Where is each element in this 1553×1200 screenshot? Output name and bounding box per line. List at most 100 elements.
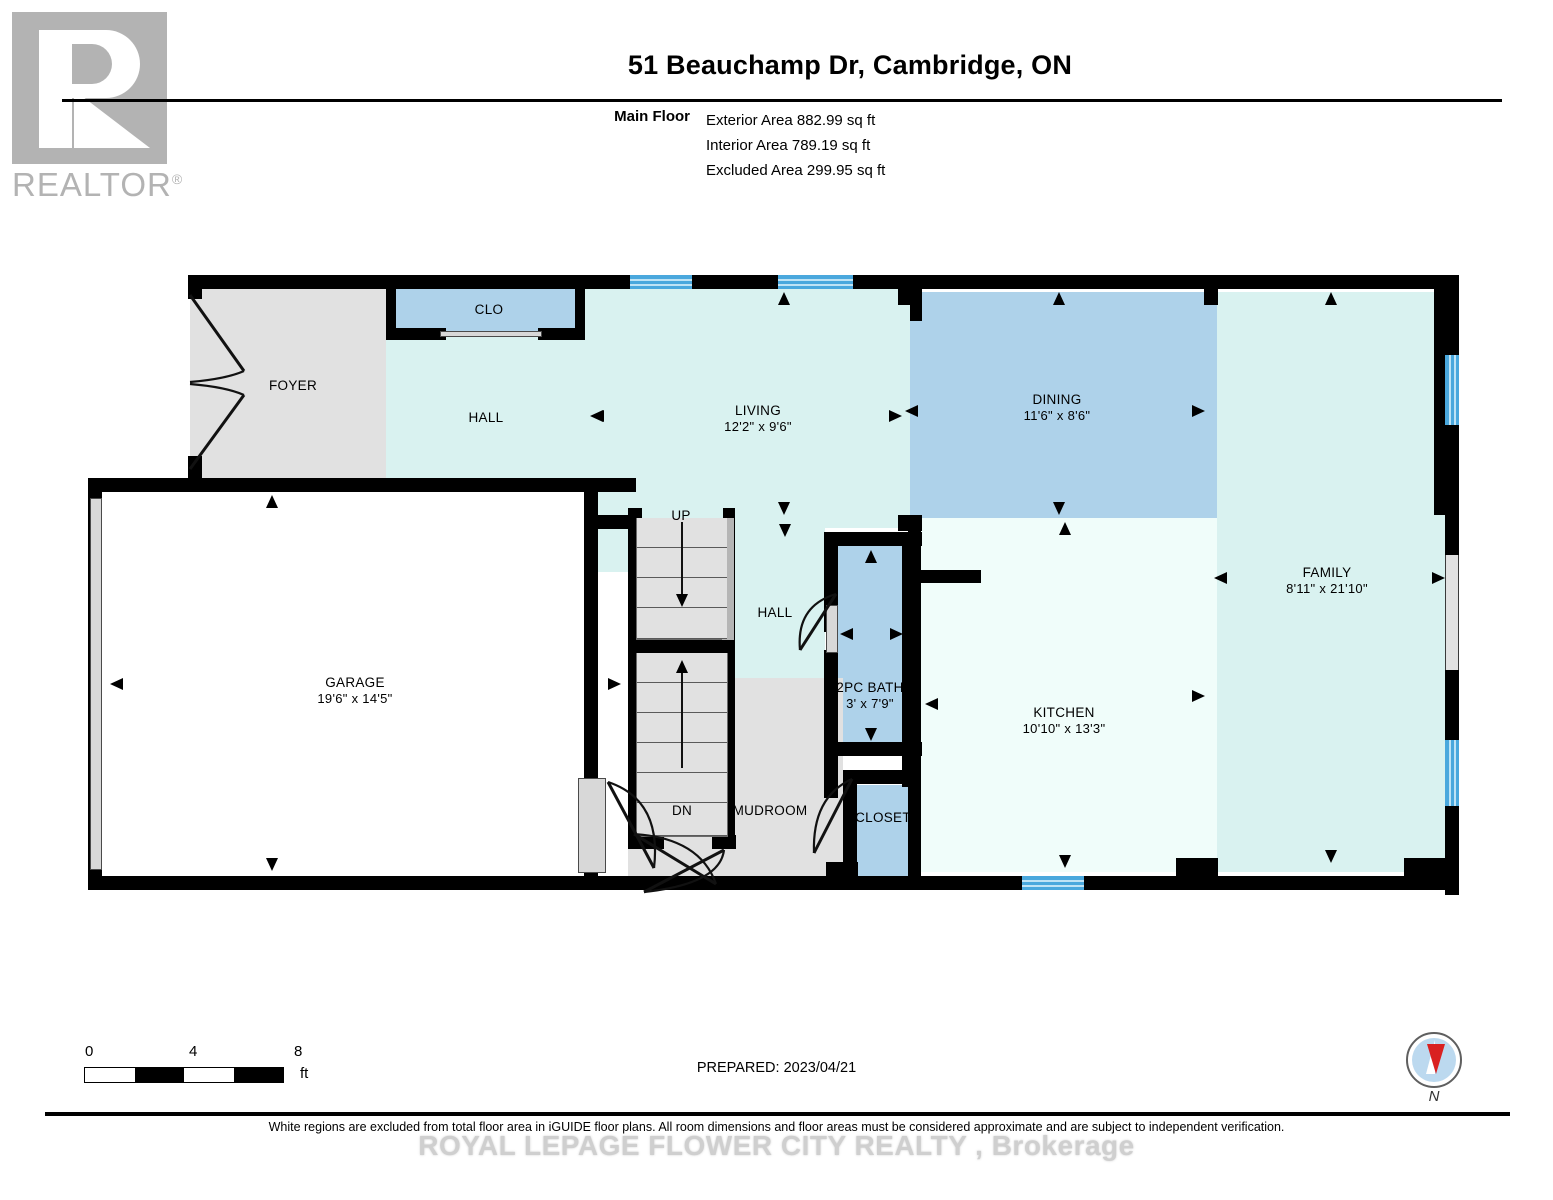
dim-arrow-living-down — [778, 502, 790, 515]
room-fill-family — [1217, 292, 1445, 872]
wall-kitchen-stub — [921, 570, 981, 583]
window-top-right — [778, 275, 853, 289]
bath-door-slab — [826, 605, 838, 653]
wall-bath-left-lower — [824, 650, 838, 798]
wall-closet-bottom-stub — [826, 862, 858, 878]
wall-clo-bottom-left — [386, 328, 446, 340]
dim-arrow-hall-left — [591, 410, 604, 422]
room-fill-2pc-bath — [836, 545, 908, 745]
dim-arrow-bath-left — [840, 628, 853, 640]
wall-closet-right — [908, 770, 921, 880]
wall-dining-left-upper — [910, 275, 922, 321]
realtor-logo-wordmark: REALTOR® — [12, 166, 204, 204]
scale-segment — [184, 1068, 234, 1082]
scale-segment — [134, 1068, 184, 1082]
excluded-area: Excluded Area 299.95 sq ft — [706, 162, 886, 179]
stair-tread — [637, 773, 727, 803]
realtor-logo-registered: ® — [171, 171, 184, 187]
wall-clo-right — [575, 275, 585, 339]
wall-bath-top — [824, 532, 922, 546]
wall-garage-bottom — [88, 876, 643, 890]
disclaimer-text: White regions are excluded from total fl… — [268, 1120, 1285, 1134]
garage-door-left — [90, 498, 102, 870]
room-label-clo: CLO — [474, 302, 504, 317]
dim-arrow-family-up — [1325, 292, 1337, 305]
scale-unit-label: ft — [300, 1065, 309, 1082]
dim-arrow-dining-left — [905, 405, 918, 417]
title-divider — [62, 99, 1502, 102]
scale-bar — [84, 1067, 284, 1083]
room-label-foyer: FOYER — [268, 378, 318, 393]
garage-interior-door — [578, 778, 606, 873]
wall-bottom-notch-right — [1404, 858, 1448, 878]
room-label-hall-lower: HALL — [757, 605, 793, 620]
realtor-logo-r-bowl-inner — [72, 44, 112, 84]
dim-arrow-hall-lower-down — [779, 524, 791, 537]
dim-arrow-living-up — [778, 292, 790, 305]
dim-arrow-bath-down — [865, 728, 877, 741]
wall-living-left-ledge — [584, 478, 636, 492]
clo-sliding-door — [440, 331, 542, 337]
wall-exterior-right-upper — [1434, 275, 1448, 515]
wall-foyer-left-top — [188, 275, 202, 299]
dim-arrow-garage-up — [266, 495, 278, 508]
compass-icon — [1406, 1032, 1462, 1088]
exterior-area: Exterior Area 882.99 sq ft — [706, 112, 876, 129]
room-label-closet: CLOSET — [855, 810, 911, 825]
wall-family-left-notch — [1204, 275, 1218, 305]
wall-clo-left — [386, 275, 396, 339]
footer-divider — [45, 1112, 1510, 1116]
patio-door-right — [1445, 555, 1459, 670]
realtor-logo-word: REALTOR — [12, 166, 172, 203]
page-title: 51 Beauchamp Dr, Cambridge, ON — [627, 50, 1073, 80]
room-label-mudroom: MUDROOM — [732, 803, 808, 818]
realtor-logo-r-stem — [39, 30, 72, 148]
dim-arrow-kitchen-down — [1059, 855, 1071, 868]
wall-garage-right-upper — [584, 490, 598, 650]
stair-arrow-up-lower — [676, 660, 688, 673]
dim-arrow-garage-right — [608, 678, 621, 690]
dim-arrow-bath-right — [890, 628, 903, 640]
room-label-hall-upper: HALL — [468, 410, 504, 425]
interior-area: Interior Area 789.19 sq ft — [706, 137, 871, 154]
dim-arrow-kitchen-left — [925, 698, 938, 710]
stair-arrow-down-upper — [676, 594, 688, 607]
scale-tick-4: 4 — [189, 1043, 198, 1060]
scale-tick-8: 8 — [294, 1043, 303, 1060]
mudroom-stair-door-swing — [633, 832, 718, 886]
dim-arrow-family-down — [1325, 850, 1337, 863]
brokerage-watermark: ROYAL LEPAGE FLOWER CITY REALTY , Broker… — [418, 1130, 1135, 1161]
room-label-garage: GARAGE 19'6" x 14'5" — [317, 675, 393, 706]
wall-bath-right — [902, 532, 916, 787]
floor-plan: FOYER CLO HALL LIVING 12'2" x 9'6" DININ… — [0, 250, 1553, 930]
stair-direction-line-up — [681, 522, 683, 596]
window-right-upper — [1445, 355, 1459, 425]
room-label-kitchen: KITCHEN 10'10" x 13'3" — [1022, 705, 1106, 736]
stair-label-dn: DN — [671, 803, 693, 818]
room-fill-foyer — [196, 283, 386, 480]
dim-arrow-family-left — [1214, 572, 1227, 584]
wall-closet-top — [843, 770, 921, 784]
room-label-family: FAMILY 8'11" x 21'10" — [1286, 565, 1368, 596]
room-fill-hall-upper — [386, 331, 585, 480]
compass-needle-red — [1427, 1044, 1445, 1074]
wall-closet-left — [843, 770, 857, 880]
stair-direction-line-down — [681, 672, 683, 768]
window-bottom-kitchen — [1022, 876, 1084, 890]
room-fill-living — [585, 283, 910, 528]
dim-arrow-living-right — [889, 410, 902, 422]
floor-area-list: Exterior Area 882.99 sq ft Interior Area… — [706, 108, 885, 183]
room-label-dining: DINING 11'6" x 8'6" — [1023, 392, 1091, 423]
stair-tread — [637, 608, 727, 639]
wall-stair-bottom-right — [712, 835, 736, 849]
dim-arrow-kitchen-up — [1059, 522, 1071, 535]
wall-dining-left-notch — [898, 275, 912, 305]
window-top-left — [630, 275, 692, 289]
mudroom-exterior-door-swing — [643, 848, 726, 894]
room-label-2pc-bath: 2PC BATH 3' x 7'9" — [836, 680, 904, 711]
room-fill-garage — [98, 490, 590, 890]
room-fill-clo — [395, 283, 580, 331]
garage-mudroom-door-swing — [606, 780, 657, 869]
dim-arrow-kitchen-right — [1192, 690, 1205, 702]
wall-below-foyer — [380, 478, 598, 492]
